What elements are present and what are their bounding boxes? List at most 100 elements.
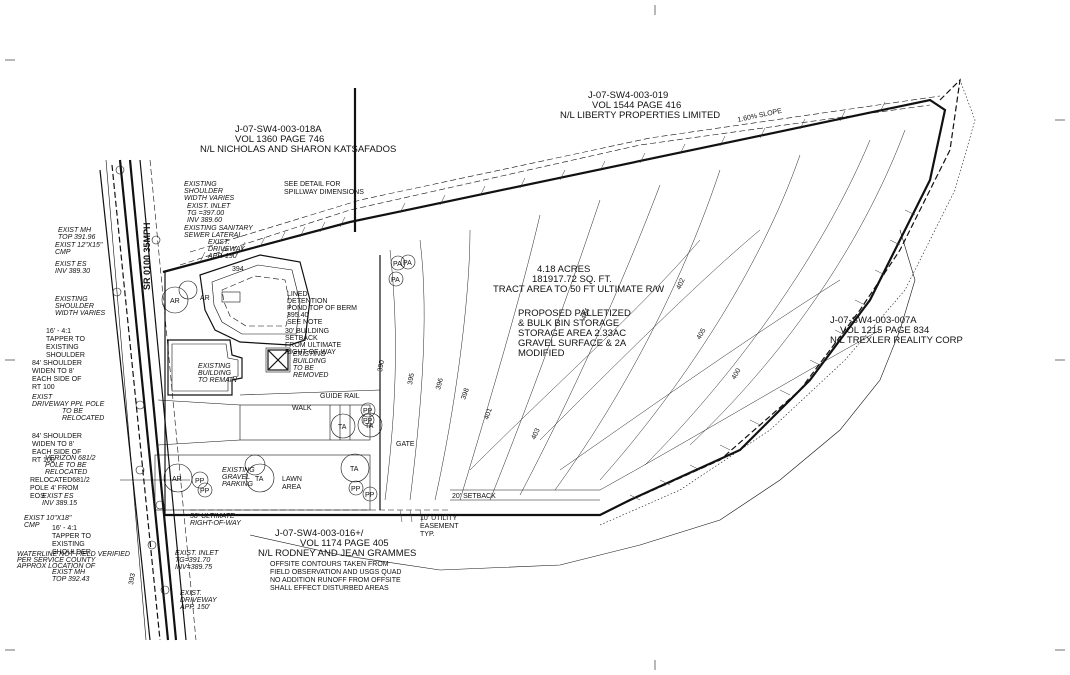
slope-label: 1.60% SLOPE — [737, 108, 783, 124]
note-shoulder-c: WIDTH VARIES — [55, 310, 106, 317]
sn-detention-b: DETENTION — [287, 298, 327, 305]
sn-drive-top-a: EXIST. — [208, 239, 230, 246]
note-widen-2a: 84' SHOULDER — [32, 433, 82, 440]
parcel-s-vol: VOL 1174 PAGE 405 — [300, 538, 389, 549]
note-taper-1a: 16' - 4:1 — [46, 328, 71, 335]
parcel-s-owner: N/L RODNEY AND JEAN GRAMMES — [258, 548, 416, 559]
tree-tag: AR — [170, 298, 180, 305]
note-verizon-f: EOS — [30, 493, 45, 500]
tree-tag: PP — [195, 478, 205, 485]
contour-label: 396 — [435, 377, 445, 390]
sn-removed-c: TO BE — [293, 365, 314, 372]
contour-lines — [384, 129, 906, 501]
tree-tag: TA — [338, 424, 347, 431]
note-waterline-b: PER SERVICE COUNTY — [17, 557, 97, 564]
sn-setback-c: FROM ULTIMATE — [285, 342, 341, 349]
tree-tag: TA — [350, 466, 359, 473]
note-verizon-a: VERIZON 681/2 — [45, 455, 96, 462]
tree-tag: PP — [363, 418, 373, 425]
sn-guide-rail: GUIDE RAIL — [320, 393, 360, 400]
sn-spillway-b: SPILLWAY DIMENSIONS — [284, 189, 364, 196]
sn-drive-bottom-b: DRIVEWAY — [180, 597, 218, 604]
note-es-2b: INV 389.15 — [42, 500, 77, 507]
note-ppl-c: TO BE — [62, 408, 83, 415]
contour-label: 390 — [377, 360, 386, 373]
route-100-road — [99, 159, 197, 641]
tree-tag: AR — [172, 476, 182, 483]
sn-inlet-c: INV 389.60 — [187, 217, 222, 224]
sn-drive-bottom-c: APP. 150' — [179, 604, 211, 611]
note-verizon-d: RELOCATED681/2 — [30, 477, 90, 484]
contour-label: 393 — [128, 573, 137, 586]
note-taper-2b: TAPPER TO — [52, 533, 91, 540]
note-taper-2a: 16' - 4:1 — [52, 525, 77, 532]
offsite-note-line-1: OFFSITE CONTOURS TAKEN FROM — [270, 561, 389, 568]
sn-lawn-b: AREA — [282, 484, 301, 491]
parcel-nw-owner: N/L NICHOLAS AND SHARON KATSAFADOS — [200, 144, 396, 155]
sn-removed-d: REMOVED — [293, 372, 328, 379]
note-widen-1b: WIDEN TO 8' — [32, 368, 74, 375]
note-taper-1c: EXISTING — [46, 344, 79, 351]
parcel-ne-vol: VOL 1544 PAGE 416 — [592, 100, 681, 111]
tree-tag: PA — [391, 277, 400, 284]
tree-tag: TA — [255, 476, 264, 483]
sn-drive-top-c: APP. 190' — [207, 253, 239, 260]
sn-shoulder-c: WIDTH VARIES — [184, 195, 235, 202]
proposed-line-5: MODIFIED — [518, 348, 565, 359]
contour-label: 405 — [696, 327, 708, 341]
property-boundary — [162, 78, 976, 571]
parcel-e-owner: N/L TREXLER REALITY CORP — [830, 335, 963, 346]
sn-easement-c: TYP. — [420, 531, 435, 538]
note-es-1a: EXIST ES — [55, 261, 87, 268]
tree-tag: PP — [365, 492, 375, 499]
parcel-e-vol: VOL 1215 PAGE 834 — [840, 325, 929, 336]
note-taper-1d: SHOULDER — [46, 352, 85, 359]
note-taper-2c: EXISTING — [52, 541, 85, 548]
note-mh-1b: TOP 391.96 — [58, 234, 95, 241]
tract-labels: 4.18 ACRES 181917.72 SQ. FT. TRACT AREA … — [493, 264, 664, 359]
contour-label: 398 — [460, 387, 471, 400]
sn-easement-b: EASEMENT — [420, 523, 459, 530]
note-widen-2c: EACH SIDE OF — [32, 449, 81, 456]
note-ppl-a: EXIST — [32, 394, 53, 401]
tree-tag: AR — [200, 295, 210, 302]
sn-detention-a: LINED — [287, 291, 308, 298]
note-waterline-c: APPROX LOCATION OF — [16, 563, 96, 570]
contour-label: 395 — [407, 373, 416, 386]
note-widen-1d: RT 100 — [32, 384, 55, 391]
tract-sqft: 181917.72 SQ. FT. — [532, 274, 612, 285]
existing-building-remain — [167, 339, 243, 396]
tree-tag: PA — [393, 261, 402, 268]
sn-parking-b: GRAVEL — [222, 474, 250, 481]
note-verizon-e: POLE 4' FROM — [30, 485, 79, 492]
sn-setback-b: SETBACK — [285, 335, 318, 342]
offsite-note-line-2: FIELD OBSERVATION AND USGS QUAD — [270, 569, 401, 576]
left-notes: EXIST MH TOP 391.96 EXIST 12"X15" CMP EX… — [16, 227, 130, 583]
utility-symbols — [112, 165, 170, 595]
sn-setback-a: 30' BUILDING — [285, 328, 329, 335]
sn-removed-b: BUILDING — [293, 358, 327, 365]
note-shoulder-b: SHOULDER — [55, 303, 94, 310]
note-widen-2d: RT 100 — [32, 457, 55, 464]
note-mh-1a: EXIST MH — [58, 227, 92, 234]
note-es-2a: EXIST ES — [42, 493, 74, 500]
sn-gate: GATE — [396, 441, 415, 448]
sn-row-b: RIGHT-OF-WAY — [190, 520, 242, 527]
contour-label: 400 — [731, 367, 743, 381]
note-cmp-2a: EXIST 10"X18" — [24, 515, 72, 522]
road-label: SR 0100 35MPH — [142, 222, 152, 290]
tree-tag: PA — [403, 260, 412, 267]
sn-inlet-bottom-a: EXIST. INLET — [175, 550, 219, 557]
sn-remain-a: EXISTING — [198, 363, 231, 370]
sn-easement-a: 10' UTILITY — [420, 515, 457, 522]
note-ppl-b: DRIVEWAY PPL POLE — [32, 401, 105, 408]
sn-inlet-bottom-b: TG=391.70 — [175, 557, 210, 564]
parcel-ne-id: J-07-SW4-003-019 — [588, 90, 668, 101]
note-taper-2d: SHOULDER — [52, 549, 91, 556]
sn-detention-c: POND TOP OF BERM — [287, 305, 357, 312]
sn-row-a: 50' ULTIMATE — [190, 513, 235, 520]
contour-label: 394 — [232, 266, 244, 273]
trees — [161, 254, 416, 502]
tree-tag: PP — [363, 408, 373, 415]
